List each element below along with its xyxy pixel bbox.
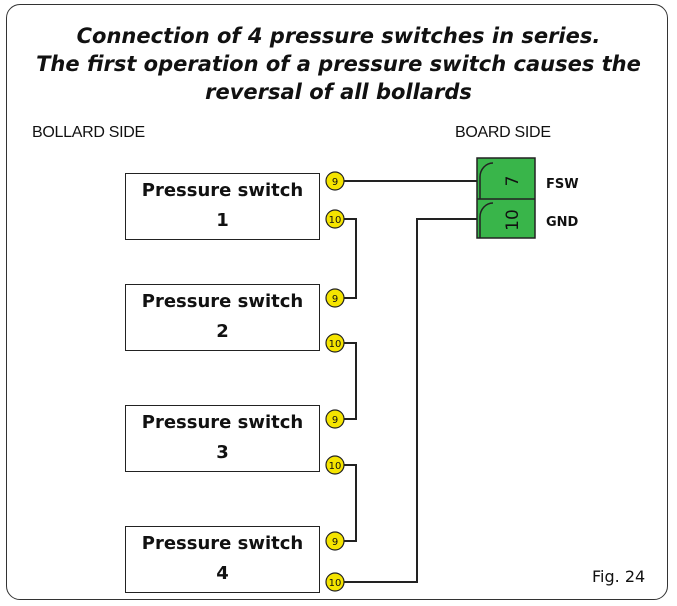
wire-s1-s2 — [344, 218, 357, 299]
pins: 9 10 9 10 9 10 9 10 — [325, 171, 345, 592]
pin-circle — [325, 333, 345, 353]
switch-number: 4 — [216, 563, 229, 584]
switch-name: Pressure switch — [141, 180, 304, 201]
switch-number: 1 — [216, 210, 229, 231]
title-line-1: Connection of 4 pressure switches in ser… — [76, 24, 601, 48]
pin-label: 10 — [329, 578, 342, 589]
wire-s2-s3 — [344, 342, 357, 420]
pin-label: 9 — [332, 294, 338, 305]
terminal-label-gnd: GND — [546, 215, 579, 230]
pin-circle — [325, 455, 345, 475]
pressure-switch-3: Pressure switch 3 — [125, 405, 320, 472]
wire-s3-s4 — [344, 464, 357, 542]
pressure-switch-4: Pressure switch 4 — [125, 526, 320, 593]
switch-name: Pressure switch — [141, 291, 304, 312]
pin-circle — [325, 171, 345, 191]
terminal-block: 7 10 — [476, 157, 536, 239]
pin-circle — [325, 209, 345, 229]
switch-name: Pressure switch — [141, 533, 304, 554]
pin-circle — [325, 572, 345, 592]
diagram-title: Connection of 4 pressure switches in ser… — [0, 22, 677, 106]
pressure-switch-1: Pressure switch 1 — [125, 173, 320, 240]
pressure-switch-2: Pressure switch 2 — [125, 284, 320, 351]
terminal-label-fsw: FSW — [546, 177, 579, 192]
figure-label: Fig. 24 — [592, 567, 646, 586]
pin-label: 10 — [329, 215, 342, 226]
terminal-number-10: 10 — [503, 209, 523, 231]
pin-label: 9 — [332, 177, 338, 188]
switch-number: 2 — [216, 321, 229, 342]
pin-label: 10 — [329, 339, 342, 350]
terminal-number-7: 7 — [503, 176, 523, 187]
wire-s4-to-gnd — [344, 218, 479, 583]
wires — [344, 180, 479, 583]
switch-number: 3 — [216, 442, 229, 463]
terminal-arc — [479, 162, 494, 199]
pin-circle — [325, 288, 345, 308]
board-side-label: BOARD SIDE — [455, 124, 551, 141]
title-line-3: reversal of all bollards — [205, 80, 472, 104]
terminal-arc — [479, 202, 494, 238]
pin-label: 9 — [332, 537, 338, 548]
pin-circle — [325, 531, 345, 551]
terminal-block-body — [476, 157, 536, 239]
switch-name: Pressure switch — [141, 412, 304, 433]
title-line-2: The first operation of a pressure switch… — [36, 52, 641, 76]
pin-label: 9 — [332, 415, 338, 426]
pin-label: 10 — [329, 461, 342, 472]
pin-circle — [325, 409, 345, 429]
bollard-side-label: BOLLARD SIDE — [32, 124, 145, 141]
